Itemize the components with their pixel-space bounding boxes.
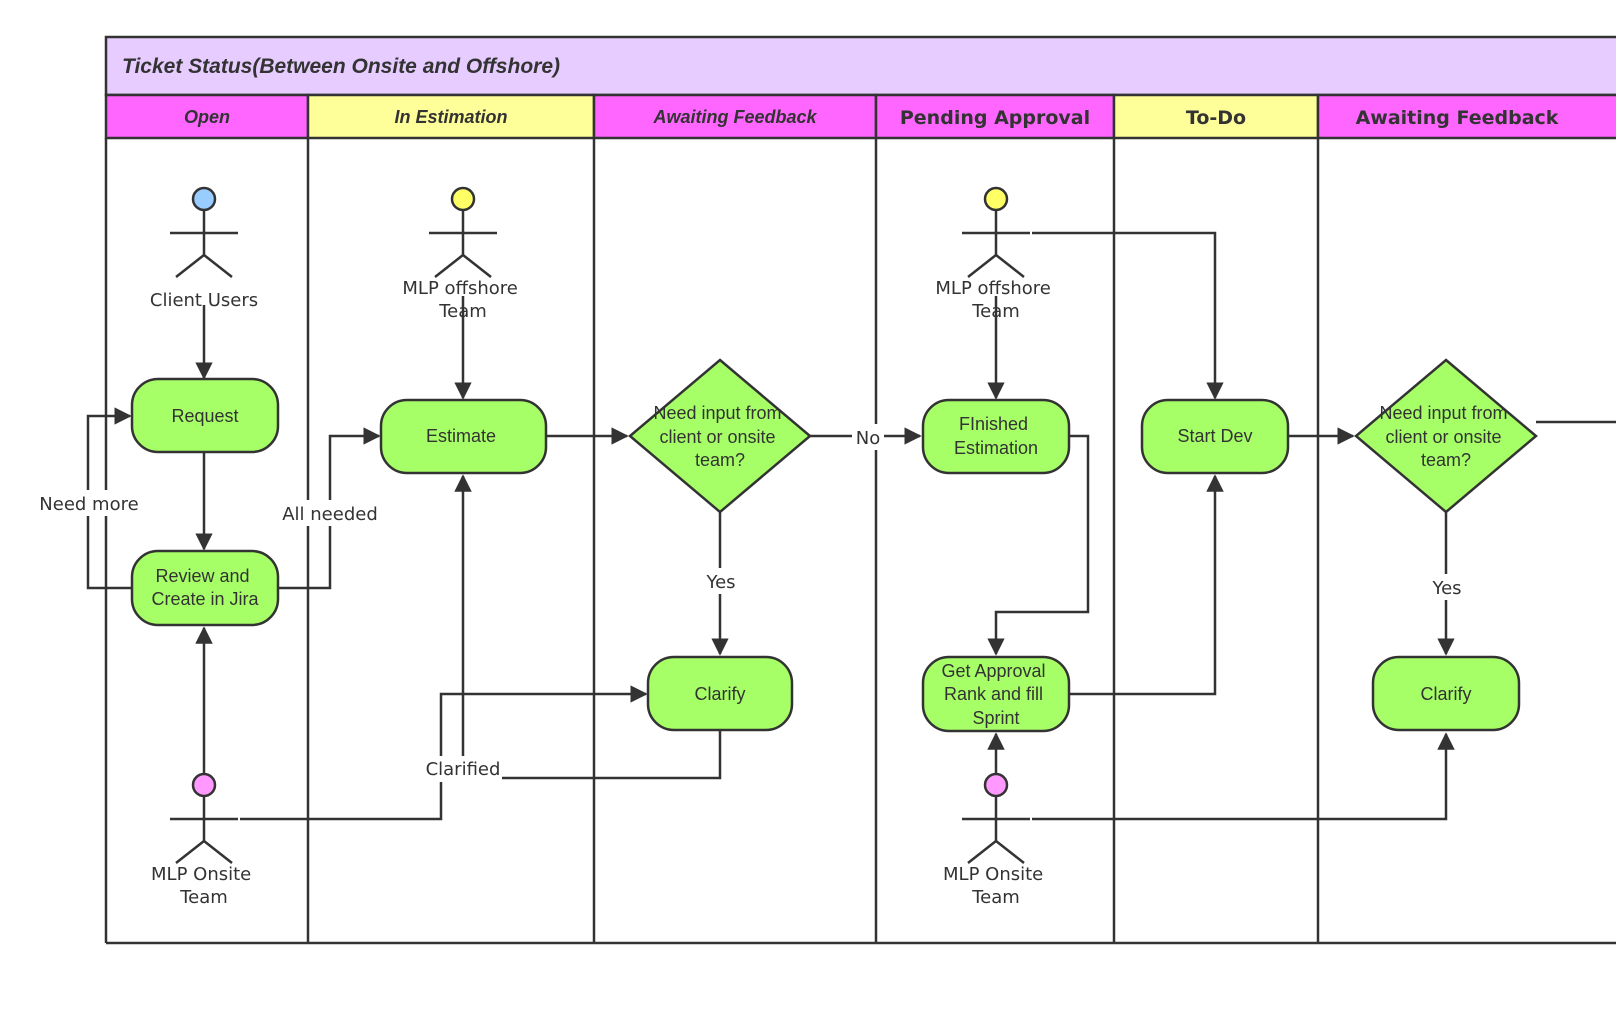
actor-offshore-1-label: MLP offshore Team <box>402 278 523 322</box>
lane-header-in-estimation <box>306 93 596 140</box>
node-review-label: Review and Create in Jira <box>151 566 259 609</box>
node-start-dev[interactable]: Start Dev <box>1140 398 1290 475</box>
person-icon <box>962 772 1030 864</box>
edge-label-all-needed: All needed <box>282 504 378 525</box>
lane-bodies <box>104 138 1616 945</box>
lane-header-awaiting-feedback-1-label: Awaiting Feedback <box>652 107 817 127</box>
actor-client-users-label: Client Users <box>150 290 258 311</box>
decision-need-input-2[interactable]: Need input from client or onsite team? <box>1354 358 1538 514</box>
diagram-title: Ticket Status(Between Onsite and Offshor… <box>122 55 560 78</box>
actor-mlp-onsite-team-1: MLP Onsite Team <box>151 772 257 908</box>
decision-need-input-1[interactable]: Need input from client or onsite team? <box>628 358 812 514</box>
node-estimate[interactable]: Estimate <box>379 398 548 475</box>
node-clarify-1-label: Clarify <box>694 684 745 704</box>
actor-mlp-offshore-team-2: MLP offshore Team <box>935 186 1056 322</box>
actor-client-users: Client Users <box>150 186 258 311</box>
node-finished-label: FInished Estimation <box>954 414 1038 458</box>
person-icon <box>962 186 1030 278</box>
node-get-approval[interactable]: Get Approval Rank and fill Sprint <box>921 655 1071 733</box>
lane-header-open-label: Open <box>184 107 230 127</box>
person-icon <box>170 772 238 864</box>
edge-label-need-more: Need more <box>39 494 138 515</box>
person-icon <box>170 186 238 278</box>
lane-header-to-do-label: To-Do <box>1186 107 1246 129</box>
node-request[interactable]: Request <box>130 377 280 454</box>
lane-header-awaiting-feedback-2-label: Awaiting Feedback <box>1356 107 1559 129</box>
node-clarify-2-label: Clarify <box>1420 684 1471 704</box>
node-clarify-2[interactable]: Clarify <box>1371 655 1521 732</box>
person-icon <box>429 186 497 278</box>
lane-header-pending-approval <box>874 93 1116 140</box>
decision-1-label: Need input from client or onsite team? <box>653 403 786 470</box>
edge-label-yes-1: Yes <box>705 572 735 593</box>
lane-header-awaiting-feedback-2 <box>1316 93 1616 140</box>
node-request-label: Request <box>171 406 238 426</box>
edge-label-no: No <box>856 428 880 449</box>
node-clarify-1[interactable]: Clarify <box>646 655 794 732</box>
node-estimate-label: Estimate <box>426 426 496 446</box>
actor-mlp-offshore-team-1: MLP offshore Team <box>402 186 523 322</box>
title-bar <box>104 35 1616 97</box>
node-start-dev-label: Start Dev <box>1177 426 1252 446</box>
node-review-create-jira[interactable]: Review and Create in Jira <box>130 549 280 627</box>
lane-header-open <box>104 93 310 140</box>
lane-header-in-estimation-label: In Estimation <box>394 107 507 127</box>
actor-onsite-1-label: MLP Onsite Team <box>151 864 257 908</box>
connectors <box>86 231 1616 821</box>
lane-headers: Open In Estimation Awaiting Feedback Pen… <box>104 93 1616 140</box>
edge-label-clarified: Clarified <box>426 759 501 780</box>
actor-mlp-onsite-team-2: MLP Onsite Team <box>943 772 1049 908</box>
edge-label-yes-2: Yes <box>1431 578 1461 599</box>
lane-header-awaiting-feedback-1 <box>592 93 878 140</box>
decision-2-label: Need input from client or onsite team? <box>1379 403 1512 470</box>
lane-header-pending-approval-label: Pending Approval <box>900 107 1090 129</box>
node-finished-estimation[interactable]: FInished Estimation <box>921 398 1071 475</box>
edge-labels: Need more All needed No Yes Yes Clarifie… <box>36 424 1466 782</box>
node-get-approval-label: Get Approval Rank and fill Sprint <box>941 661 1050 728</box>
actor-onsite-2-label: MLP Onsite Team <box>943 864 1049 908</box>
actor-offshore-2-label: MLP offshore Team <box>935 278 1056 322</box>
